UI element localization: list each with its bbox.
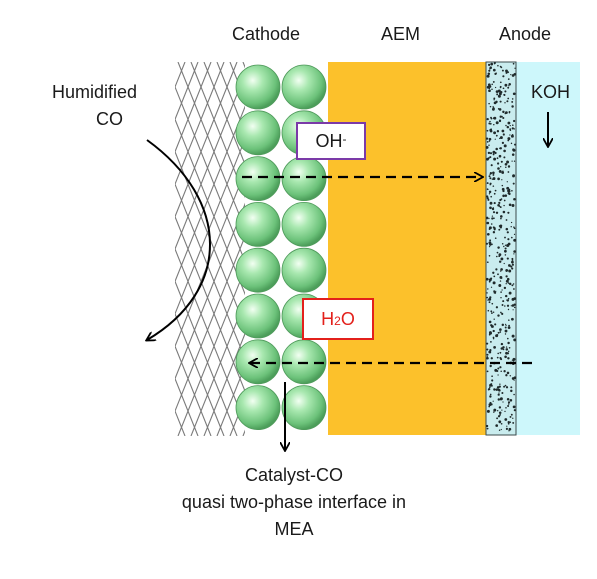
catalyst-sphere (235, 293, 281, 339)
catalyst-sphere (235, 247, 281, 293)
catalyst-sphere (281, 201, 327, 247)
catalyst-sphere (281, 156, 327, 202)
catalyst-sphere (235, 156, 281, 202)
interface-caption: Catalyst-CO quasi two-phase interface in… (130, 462, 458, 543)
co-flow-arrow (147, 139, 211, 340)
catalyst-particles (235, 64, 327, 431)
anode-porous-layer (485, 61, 517, 436)
hydroxide-charge: - (342, 132, 347, 146)
catalyst-sphere (281, 247, 327, 293)
caption-line1: Catalyst-CO (244, 465, 343, 485)
catalyst-sphere (235, 385, 281, 431)
aem-layer (328, 62, 486, 435)
anode-header: Anode (499, 24, 552, 44)
gas-diffusion-mesh (175, 62, 245, 436)
water-label-subscript: 2 (334, 314, 341, 328)
water-label-o: O (340, 308, 355, 329)
koh-label: KOH (531, 82, 571, 102)
catalyst-sphere (235, 110, 281, 156)
catalyst-sphere (235, 201, 281, 247)
hydroxide-ion-box: OH- (296, 122, 366, 160)
catalyst-sphere (281, 385, 327, 431)
inlet-label-line2: CO (96, 109, 123, 129)
catalyst-sphere (235, 64, 281, 110)
catalyst-sphere (281, 339, 327, 385)
caption-line3: MEA (274, 519, 314, 539)
catalyst-sphere (281, 64, 327, 110)
cathode-header: Cathode (232, 24, 301, 44)
inlet-label-line1: Humidified (52, 82, 138, 102)
hydroxide-label: OH (315, 130, 343, 151)
catalyst-sphere (235, 339, 281, 385)
aem-header: AEM (381, 24, 421, 44)
water-label-h: H (321, 308, 335, 329)
caption-line2: quasi two-phase interface in (181, 492, 407, 512)
